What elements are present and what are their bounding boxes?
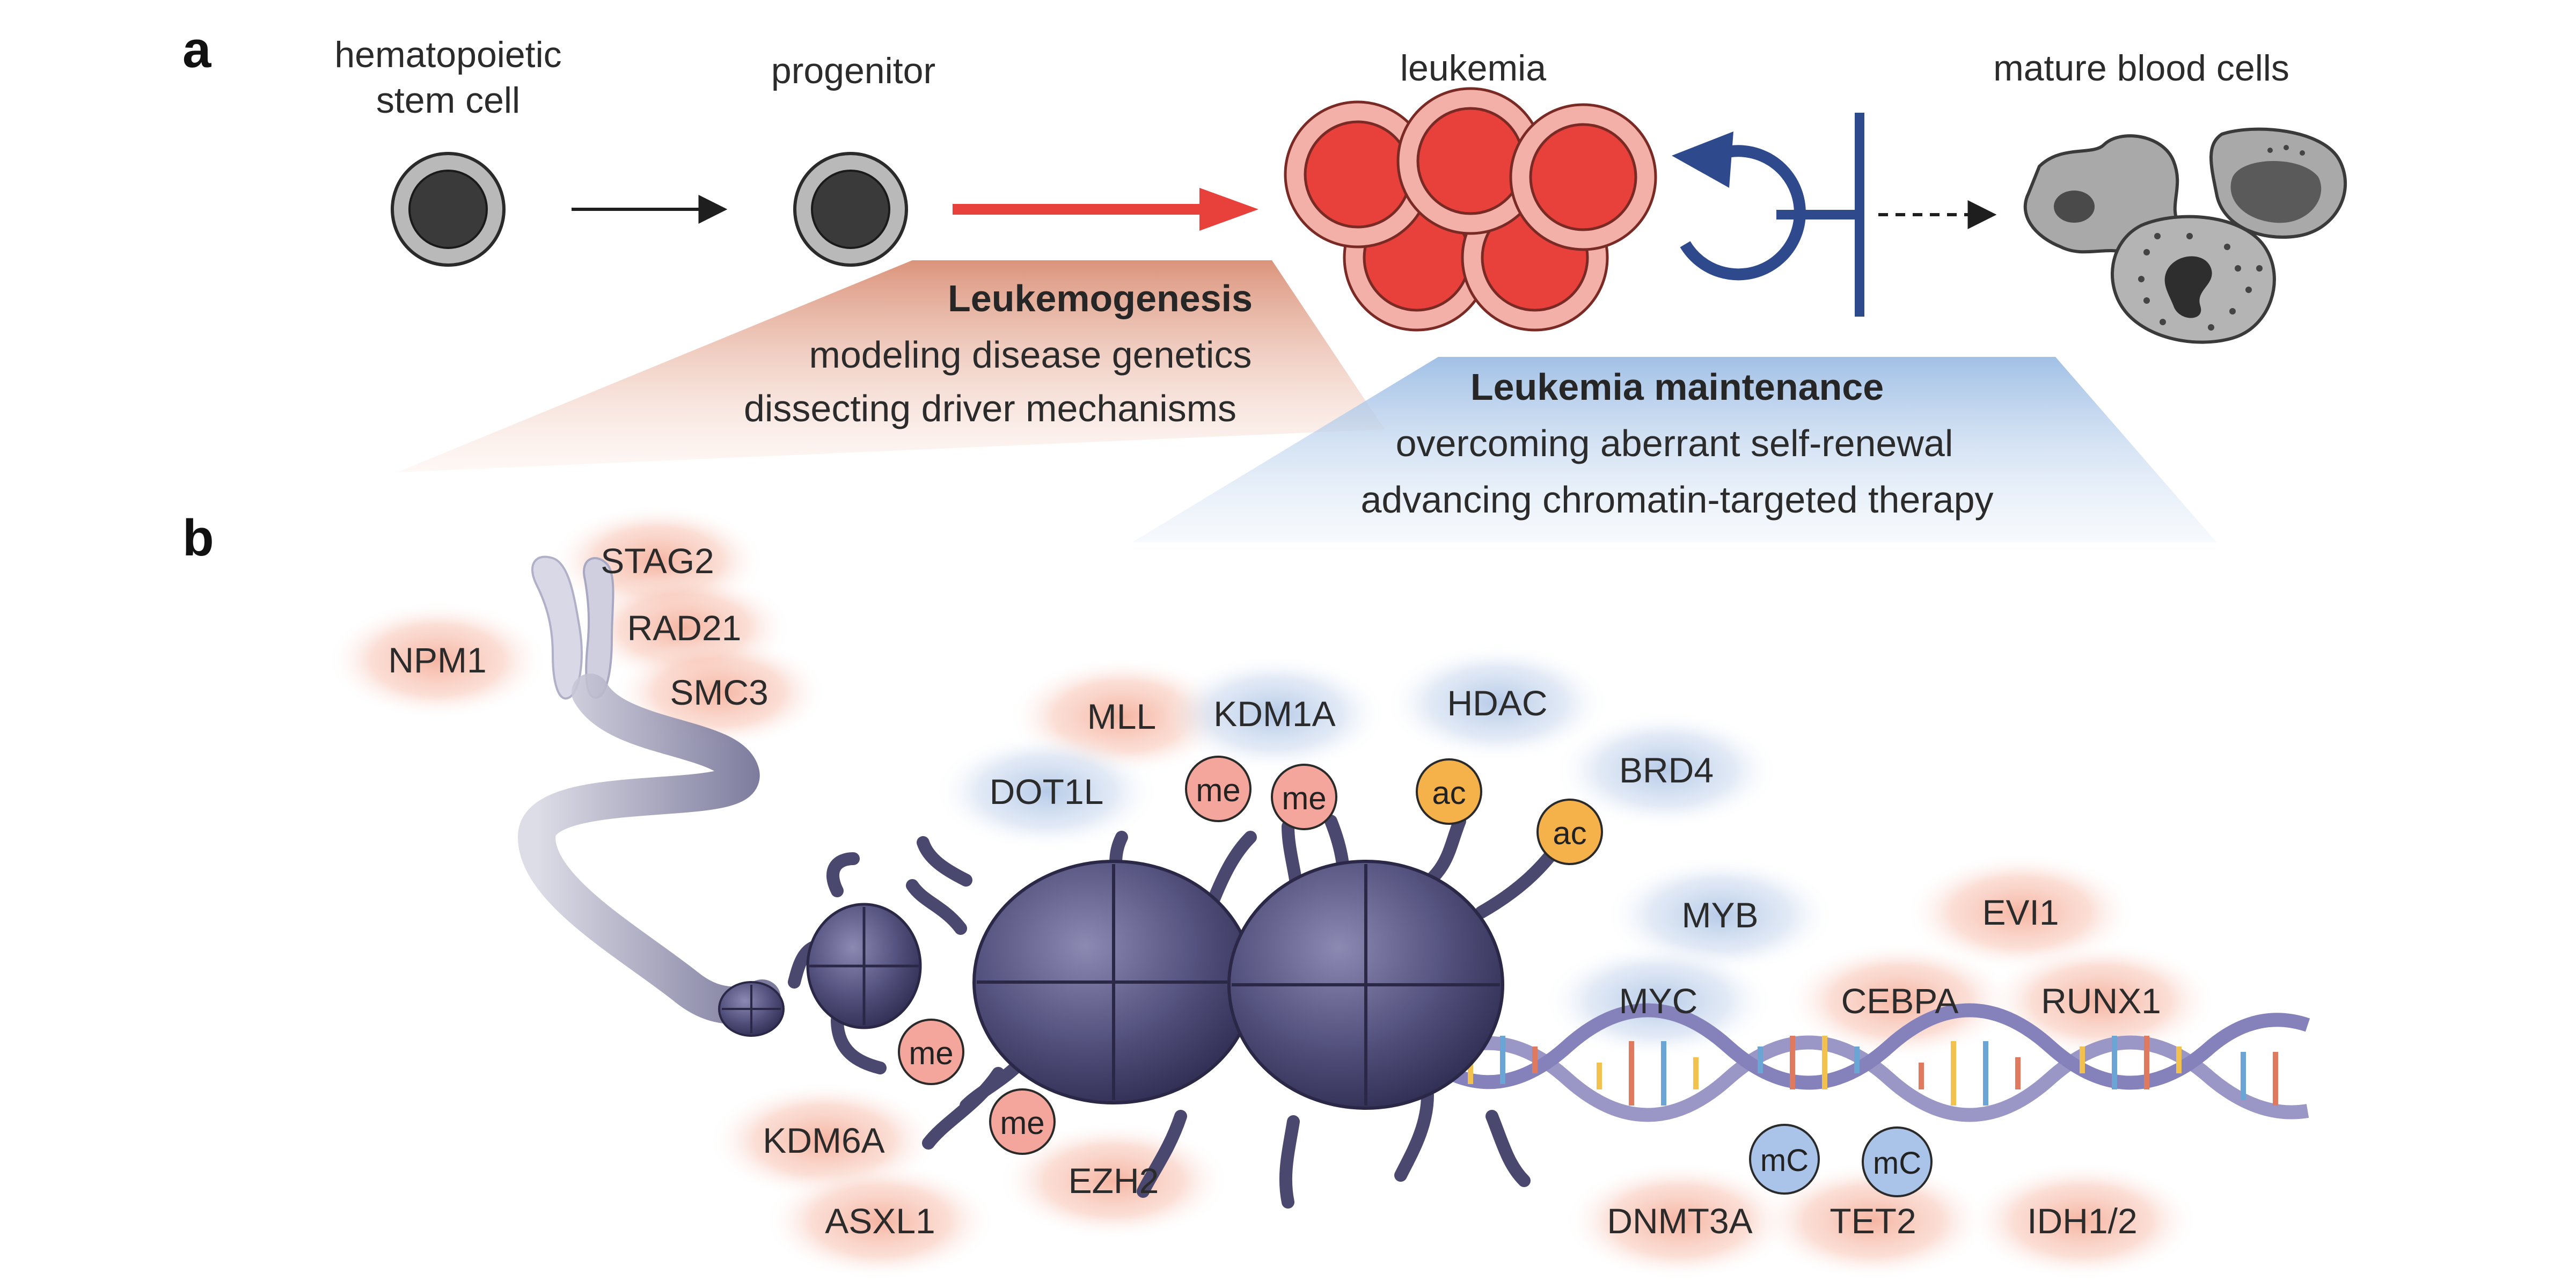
progenitor-to-leukemia-arrow (953, 188, 1258, 231)
leukemogenesis-fan (397, 260, 1385, 472)
ac-mark-1-label: ac (1432, 775, 1466, 811)
leukemogenesis-line1: modeling disease genetics (809, 334, 1252, 376)
me-mark-4: me (989, 1088, 1056, 1155)
leukemogenesis-title: Leukemogenesis (948, 277, 1253, 319)
dna-double-helix-icon (1401, 1003, 2310, 1122)
ac-mark-2: ac (1536, 799, 1603, 865)
gene-label-mll: MLL (1087, 697, 1156, 736)
chromosome-icon (531, 555, 614, 700)
gene-label-dnmt3a: DNMT3A (1607, 1201, 1752, 1241)
nucleosome-small-1-icon (718, 981, 785, 1037)
mc-mark-2: mC (1862, 1126, 1933, 1197)
gene-label-asxl1: ASXL1 (825, 1201, 935, 1241)
me-mark-2-label: me (1282, 780, 1326, 816)
leukemia-cell-cluster-icon (1284, 87, 1657, 332)
inhibition-bar-icon (1776, 113, 1864, 317)
gene-label-rad21: RAD21 (627, 608, 742, 648)
me-mark-4-label: me (1000, 1105, 1044, 1141)
gene-label-kdm6a: KDM6A (763, 1121, 884, 1160)
gene-label-stag2: STAG2 (601, 541, 714, 581)
self-renewal-loop-icon (1672, 131, 1806, 281)
gene-label-hdac: HDAC (1447, 683, 1547, 723)
me-mark-3: me (898, 1019, 964, 1085)
gene-label-myc: MYC (1619, 981, 1698, 1021)
hsc-cell-icon (391, 152, 506, 267)
me-mark-1: me (1185, 756, 1252, 822)
leukemogenesis-line2: dissecting driver mechanisms (744, 387, 1236, 429)
maintenance-title: Leukemia maintenance (1470, 366, 1884, 408)
me-mark-2: me (1271, 764, 1337, 830)
gene-label-idh12: IDH1/2 (2027, 1201, 2137, 1241)
mc-mark-2-label: mC (1873, 1146, 1921, 1181)
maintenance-line1: overcoming aberrant self-renewal (1396, 422, 1953, 464)
nucleosome-small-2-icon (806, 903, 922, 1029)
gene-label-smc3: SMC3 (670, 672, 768, 712)
gene-label-myb: MYB (1681, 895, 1758, 935)
mc-mark-1: mC (1749, 1124, 1820, 1195)
gene-label-cebpa: CEBPA (1841, 981, 1959, 1021)
maintenance-line2: advancing chromatin-targeted therapy (1360, 479, 1993, 521)
gene-label-tet2: TET2 (1829, 1201, 1916, 1241)
hsc-label-line2: stem cell (376, 80, 520, 121)
gene-label-evi1: EVI1 (1982, 892, 2059, 932)
mc-mark-1-label: mC (1760, 1143, 1809, 1178)
ac-mark-2-label: ac (1553, 815, 1586, 851)
progenitor-label: progenitor (771, 50, 935, 91)
gene-label-runx1: RUNX1 (2041, 981, 2161, 1021)
panel-b-letter: b (182, 509, 214, 567)
mature-blood-cells-icon (2023, 127, 2347, 344)
panel-a-letter: a (182, 21, 211, 78)
gene-label-brd4: BRD4 (1619, 750, 1714, 790)
me-mark-1-label: me (1196, 772, 1240, 808)
nucleosome-large-2-icon (1227, 860, 1504, 1110)
me-mark-3-label: me (909, 1035, 953, 1071)
progenitor-cell-icon (793, 152, 908, 267)
gene-label-dot1l: DOT1L (990, 772, 1104, 811)
leukemia-label: leukemia (1400, 48, 1546, 89)
maintenance-fan (1132, 357, 2216, 542)
gene-label-ezh2: EZH2 (1069, 1161, 1159, 1201)
ac-mark-1: ac (1416, 758, 1482, 825)
mature-blood-cells-label: mature blood cells (1993, 48, 2289, 89)
nucleosome-large-1-icon (972, 860, 1255, 1104)
hsc-label-line1: hematopoietic (334, 34, 561, 75)
gene-label-kdm1a: KDM1A (1213, 694, 1335, 734)
chromatin-fiber-icon (517, 674, 781, 1024)
gene-label-npm1: NPM1 (388, 640, 486, 680)
